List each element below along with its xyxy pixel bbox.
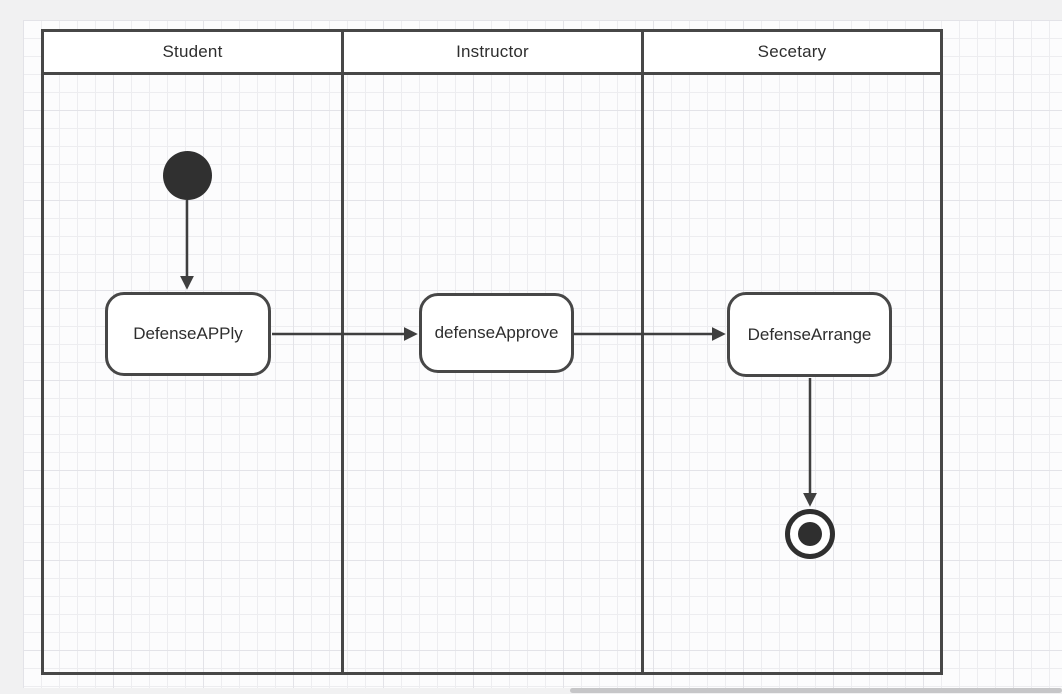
action-defense-approve[interactable]: defenseApprove <box>419 293 574 373</box>
swimlane-frame[interactable]: Student Instructor Secetary <box>41 29 943 675</box>
lane-header-student[interactable]: Student <box>44 32 341 75</box>
lane-label-secetary: Secetary <box>757 42 827 61</box>
action-defense-arrange[interactable]: DefenseArrange <box>727 292 892 377</box>
horizontal-scrollbar-thumb[interactable] <box>570 688 1062 693</box>
horizontal-scrollbar-track[interactable] <box>0 688 1062 694</box>
lane-header-secetary[interactable]: Secetary <box>644 32 940 75</box>
action-label: DefenseArrange <box>747 324 872 344</box>
lane-label-student: Student <box>162 42 223 61</box>
lane-body-instructor <box>344 75 641 672</box>
action-defense-apply[interactable]: DefenseAPPly <box>105 292 271 376</box>
lane-student: Student <box>44 32 344 672</box>
lane-secetary: Secetary <box>644 32 940 672</box>
activity-final-node[interactable] <box>785 509 835 559</box>
initial-node[interactable] <box>163 151 212 200</box>
action-label: DefenseAPPly <box>133 324 243 343</box>
lane-header-instructor[interactable]: Instructor <box>344 32 641 75</box>
lane-instructor: Instructor <box>344 32 644 672</box>
lane-label-instructor: Instructor <box>456 42 529 61</box>
action-label: defenseApprove <box>434 323 559 342</box>
final-node-dot <box>798 522 822 546</box>
